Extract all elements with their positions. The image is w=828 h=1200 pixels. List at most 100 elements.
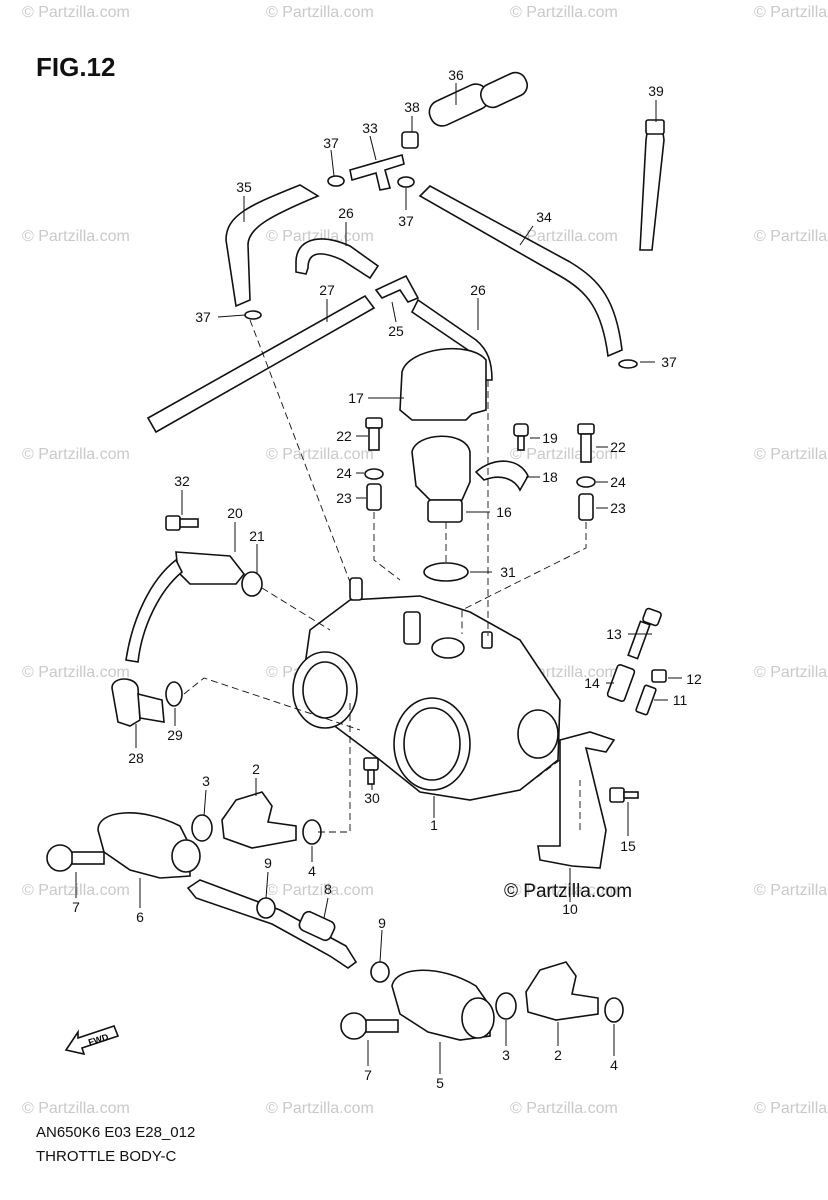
oring-24-left	[364, 468, 384, 480]
callout-6: 6	[136, 909, 144, 925]
throttle-body-1	[292, 577, 561, 801]
watermark-text: © Partzilla.com	[22, 228, 130, 245]
callout-25: 25	[388, 323, 404, 339]
fuel-pipe-8	[186, 879, 358, 969]
callout-17: 17	[348, 390, 364, 406]
screw-7-lower	[340, 1012, 399, 1040]
callout-4-a: 4	[308, 863, 316, 879]
callout-37-c: 37	[195, 309, 211, 325]
oring-24-right	[576, 476, 596, 488]
callout-14: 14	[584, 675, 600, 691]
seal-3-upper	[191, 814, 213, 842]
forward-arrow-icon: FWD	[64, 1025, 120, 1056]
callout-26-b: 26	[470, 282, 486, 298]
tube-27	[146, 294, 376, 434]
callout-38: 38	[404, 99, 420, 115]
callout-39: 39	[648, 83, 664, 99]
watermark-text: © Partzilla.com	[754, 882, 828, 899]
bolt-32	[165, 515, 199, 531]
callout-35: 35	[236, 179, 252, 195]
callout-34: 34	[536, 209, 552, 225]
dashed-lines	[183, 319, 587, 833]
hose-26-upper	[295, 238, 380, 280]
watermark-text: © Partzilla.com	[266, 228, 374, 245]
callout-8: 8	[324, 881, 332, 897]
seal-4-lower	[604, 997, 624, 1023]
callout-3-a: 3	[202, 773, 210, 789]
callout-29: 29	[167, 727, 183, 743]
callout-2-b: 2	[554, 1047, 562, 1063]
callout-9-b: 9	[378, 915, 386, 931]
callout-2-a: 2	[252, 761, 260, 777]
diagram-code: AN650K6 E03 E28_012	[36, 1124, 196, 1141]
callout-16: 16	[496, 504, 512, 520]
callout-30: 30	[364, 790, 380, 806]
watermark-text: © Partzilla.com	[754, 1100, 828, 1117]
callout-10: 10	[562, 901, 578, 917]
callout-7-b: 7	[364, 1067, 372, 1083]
fitting-28	[111, 678, 165, 727]
callout-19: 19	[542, 430, 558, 446]
injector-2-upper	[221, 791, 297, 849]
callout-13: 13	[606, 626, 622, 642]
callout-31: 31	[500, 564, 516, 580]
callout-22-b: 22	[610, 439, 626, 455]
callout-37-b: 37	[398, 213, 414, 229]
callout-26-a: 26	[338, 205, 354, 221]
oring-9-upper	[256, 897, 276, 919]
leader-lines	[75, 83, 682, 1074]
callout-32: 32	[174, 473, 190, 489]
oring-31	[423, 562, 469, 582]
tee-fitting-25	[374, 274, 420, 303]
watermark-text: © Partzilla.com	[22, 446, 130, 463]
watermark-text: © Partzilla.com	[22, 4, 130, 21]
bolt-30	[363, 757, 379, 785]
callout-12: 12	[686, 671, 702, 687]
watermark-text: © Partzilla.com	[510, 4, 618, 21]
screw-22-left	[365, 417, 383, 451]
callout-1: 1	[430, 817, 438, 833]
callout-22-a: 22	[336, 428, 352, 444]
bracket-18	[474, 460, 529, 492]
watermark-text: © Partzilla.com	[22, 1100, 130, 1117]
cover-17	[399, 347, 487, 421]
copyright-label: © Partzilla.com	[504, 881, 633, 902]
screw-11	[635, 684, 657, 716]
callout-20: 20	[227, 505, 243, 521]
tie-strap-39	[639, 119, 665, 251]
oring-29	[165, 681, 183, 707]
watermark-text: © Partzilla.com	[510, 1100, 618, 1117]
bracket-10	[537, 731, 616, 869]
tee-fitting-33	[349, 153, 405, 191]
hose-35	[225, 184, 320, 308]
figure-title: FIG.12	[36, 52, 116, 82]
callout-15: 15	[620, 838, 636, 854]
callout-24-b: 24	[610, 474, 626, 490]
seal-3-lower	[495, 992, 517, 1020]
callout-7-a: 7	[72, 899, 80, 915]
callout-24-a: 24	[336, 465, 352, 481]
watermark-text: © Partzilla.com	[754, 446, 828, 463]
callout-11: 11	[673, 692, 688, 708]
callout-37-d: 37	[661, 354, 677, 370]
screw-7-upper	[46, 844, 105, 872]
injector-2-lower	[525, 961, 599, 1021]
watermark-text: © Partzilla.com	[266, 4, 374, 21]
hose-36	[428, 71, 529, 127]
callout-21: 21	[249, 528, 265, 544]
screw-13	[627, 607, 662, 660]
callout-27: 27	[319, 282, 335, 298]
watermark-text: © Partzilla.com	[754, 4, 828, 21]
spring-23-right	[578, 493, 594, 521]
screw-19	[513, 423, 529, 451]
watermark-text: © Partzilla.com	[510, 228, 618, 245]
callout-9-a: 9	[264, 855, 272, 871]
callout-3-b: 3	[502, 1047, 510, 1063]
callout-5: 5	[436, 1075, 444, 1091]
callout-18: 18	[542, 469, 558, 485]
watermark-text: © Partzilla.com	[22, 664, 130, 681]
callout-23-b: 23	[610, 500, 626, 516]
sensor-16	[411, 435, 471, 523]
